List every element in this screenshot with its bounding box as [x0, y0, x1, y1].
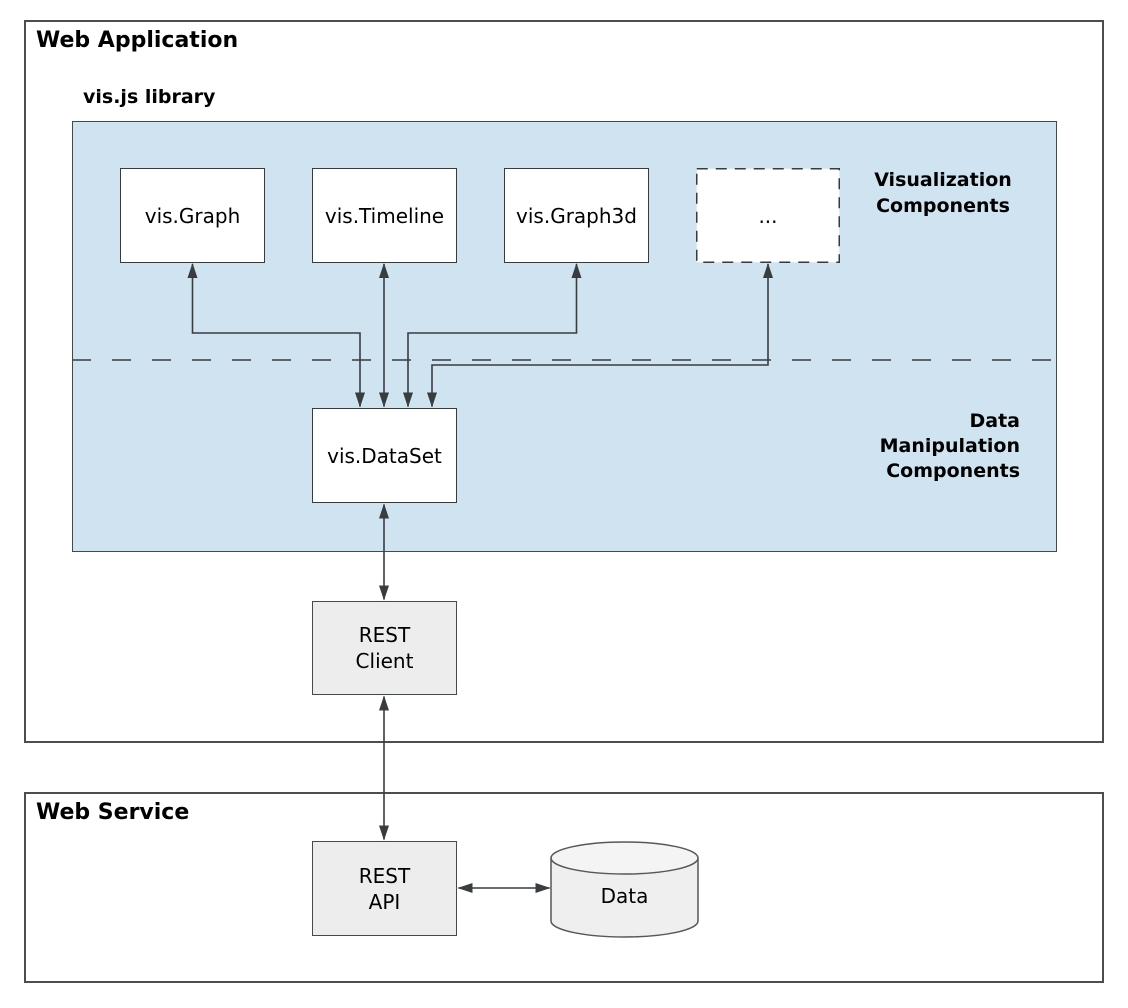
- data-store-label: Data: [600, 884, 649, 908]
- vis-timeline-label: vis.Timeline: [324, 203, 445, 228]
- web-application-title: Web Application: [36, 28, 239, 53]
- visjs-library-title: vis.js library: [83, 86, 216, 108]
- more-components-node: ...: [696, 168, 840, 263]
- rest-client-label: REST Client: [355, 623, 414, 673]
- rest-api-label: REST API: [358, 863, 411, 914]
- vis-graph3d-node: vis.Graph3d: [504, 168, 649, 263]
- web-service-title: Web Service: [36, 800, 190, 825]
- data-manipulation-components-label: Data Manipulation Components: [879, 410, 1020, 482]
- vis-timeline-node: vis.Timeline: [312, 168, 457, 263]
- data-store-node: Data: [551, 856, 698, 936]
- web-service-container: [24, 792, 1104, 983]
- rest-client-node: REST Client: [312, 601, 457, 695]
- vis-dataset-node: vis.DataSet: [312, 408, 457, 503]
- vis-dataset-label: vis.DataSet: [327, 443, 442, 468]
- vis-graph-node: vis.Graph: [120, 168, 265, 263]
- web-application-container: [24, 20, 1104, 743]
- visualization-components-label: Visualization Components: [874, 169, 1012, 217]
- more-components-label: ...: [758, 203, 778, 228]
- vis-graph-label: vis.Graph: [144, 203, 241, 228]
- vis-graph3d-label: vis.Graph3d: [516, 203, 637, 228]
- rest-api-node: REST API: [312, 841, 457, 936]
